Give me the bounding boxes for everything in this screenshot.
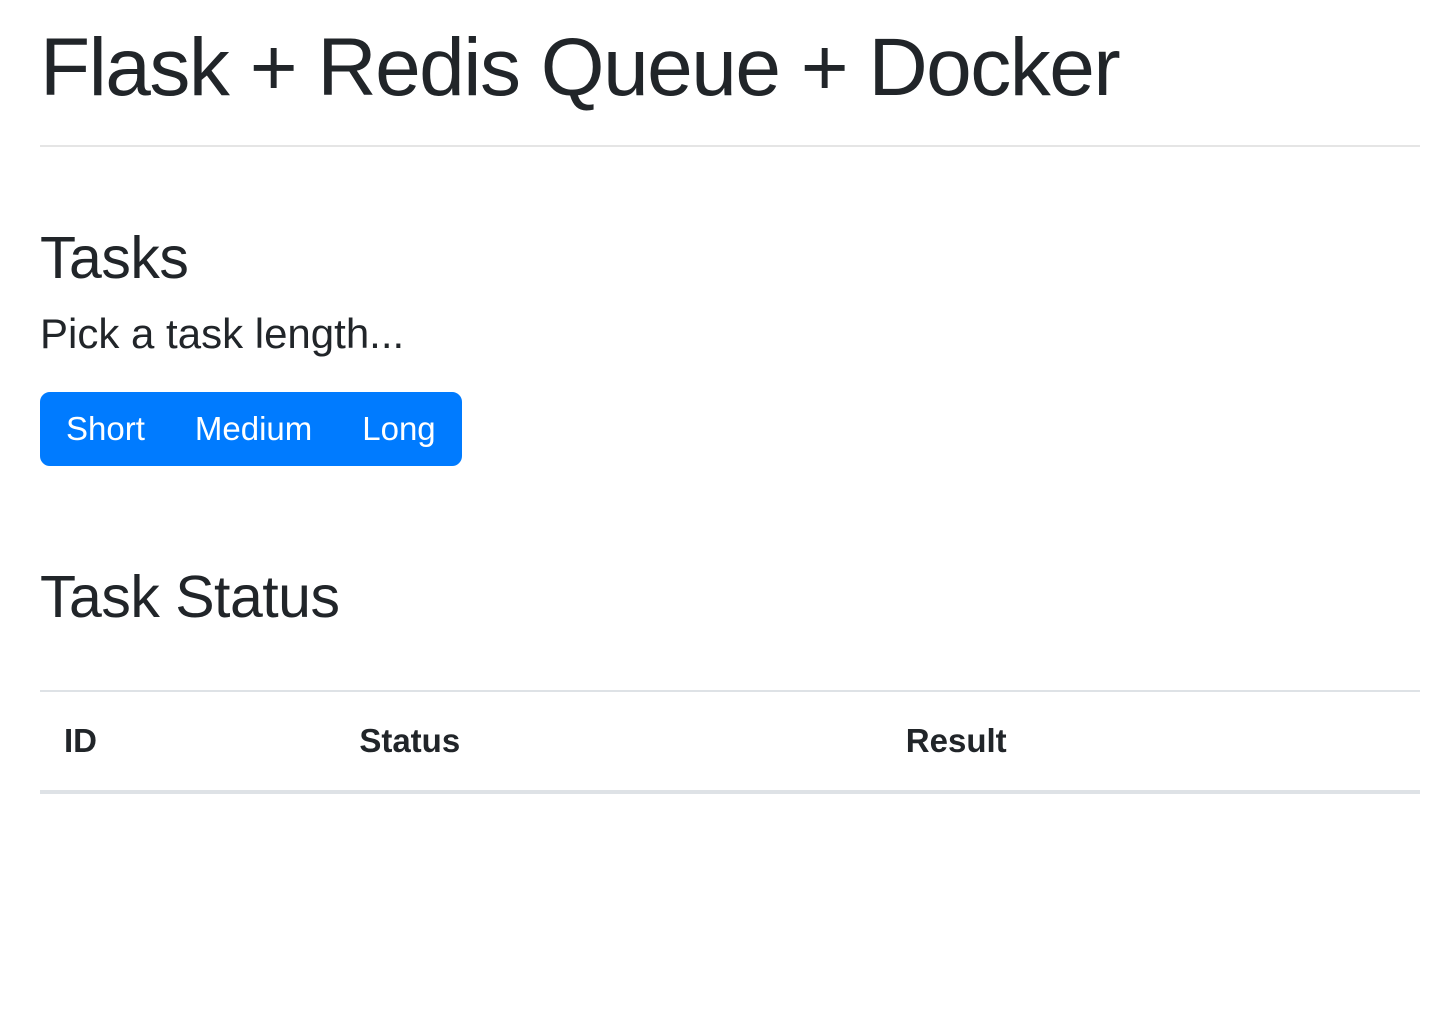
task-status-table: ID Status Result (40, 690, 1420, 794)
page-container: Flask + Redis Queue + Docker Tasks Pick … (40, 19, 1420, 794)
task-button-short[interactable]: Short (40, 392, 171, 466)
column-header-id: ID (40, 690, 336, 794)
task-button-medium[interactable]: Medium (168, 392, 339, 466)
page-title: Flask + Redis Queue + Docker (40, 22, 1121, 113)
task-table-header-row: ID Status Result (40, 690, 1420, 794)
tasks-heading: Tasks (40, 225, 189, 292)
task-length-prompt: Pick a task length... (40, 310, 405, 358)
task-button-long[interactable]: Long (336, 392, 462, 466)
task-table-header: ID Status Result (40, 690, 1420, 794)
task-length-button-group: Short Medium Long (40, 392, 462, 466)
column-header-result: Result (881, 690, 1420, 794)
column-header-status: Status (335, 690, 882, 794)
tasks-section: Tasks Pick a task length... Short Medium… (40, 223, 1420, 466)
title-divider (40, 145, 1420, 148)
task-status-section: Task Status ID Status Result (40, 562, 1420, 794)
task-status-heading: Task Status (40, 563, 340, 630)
